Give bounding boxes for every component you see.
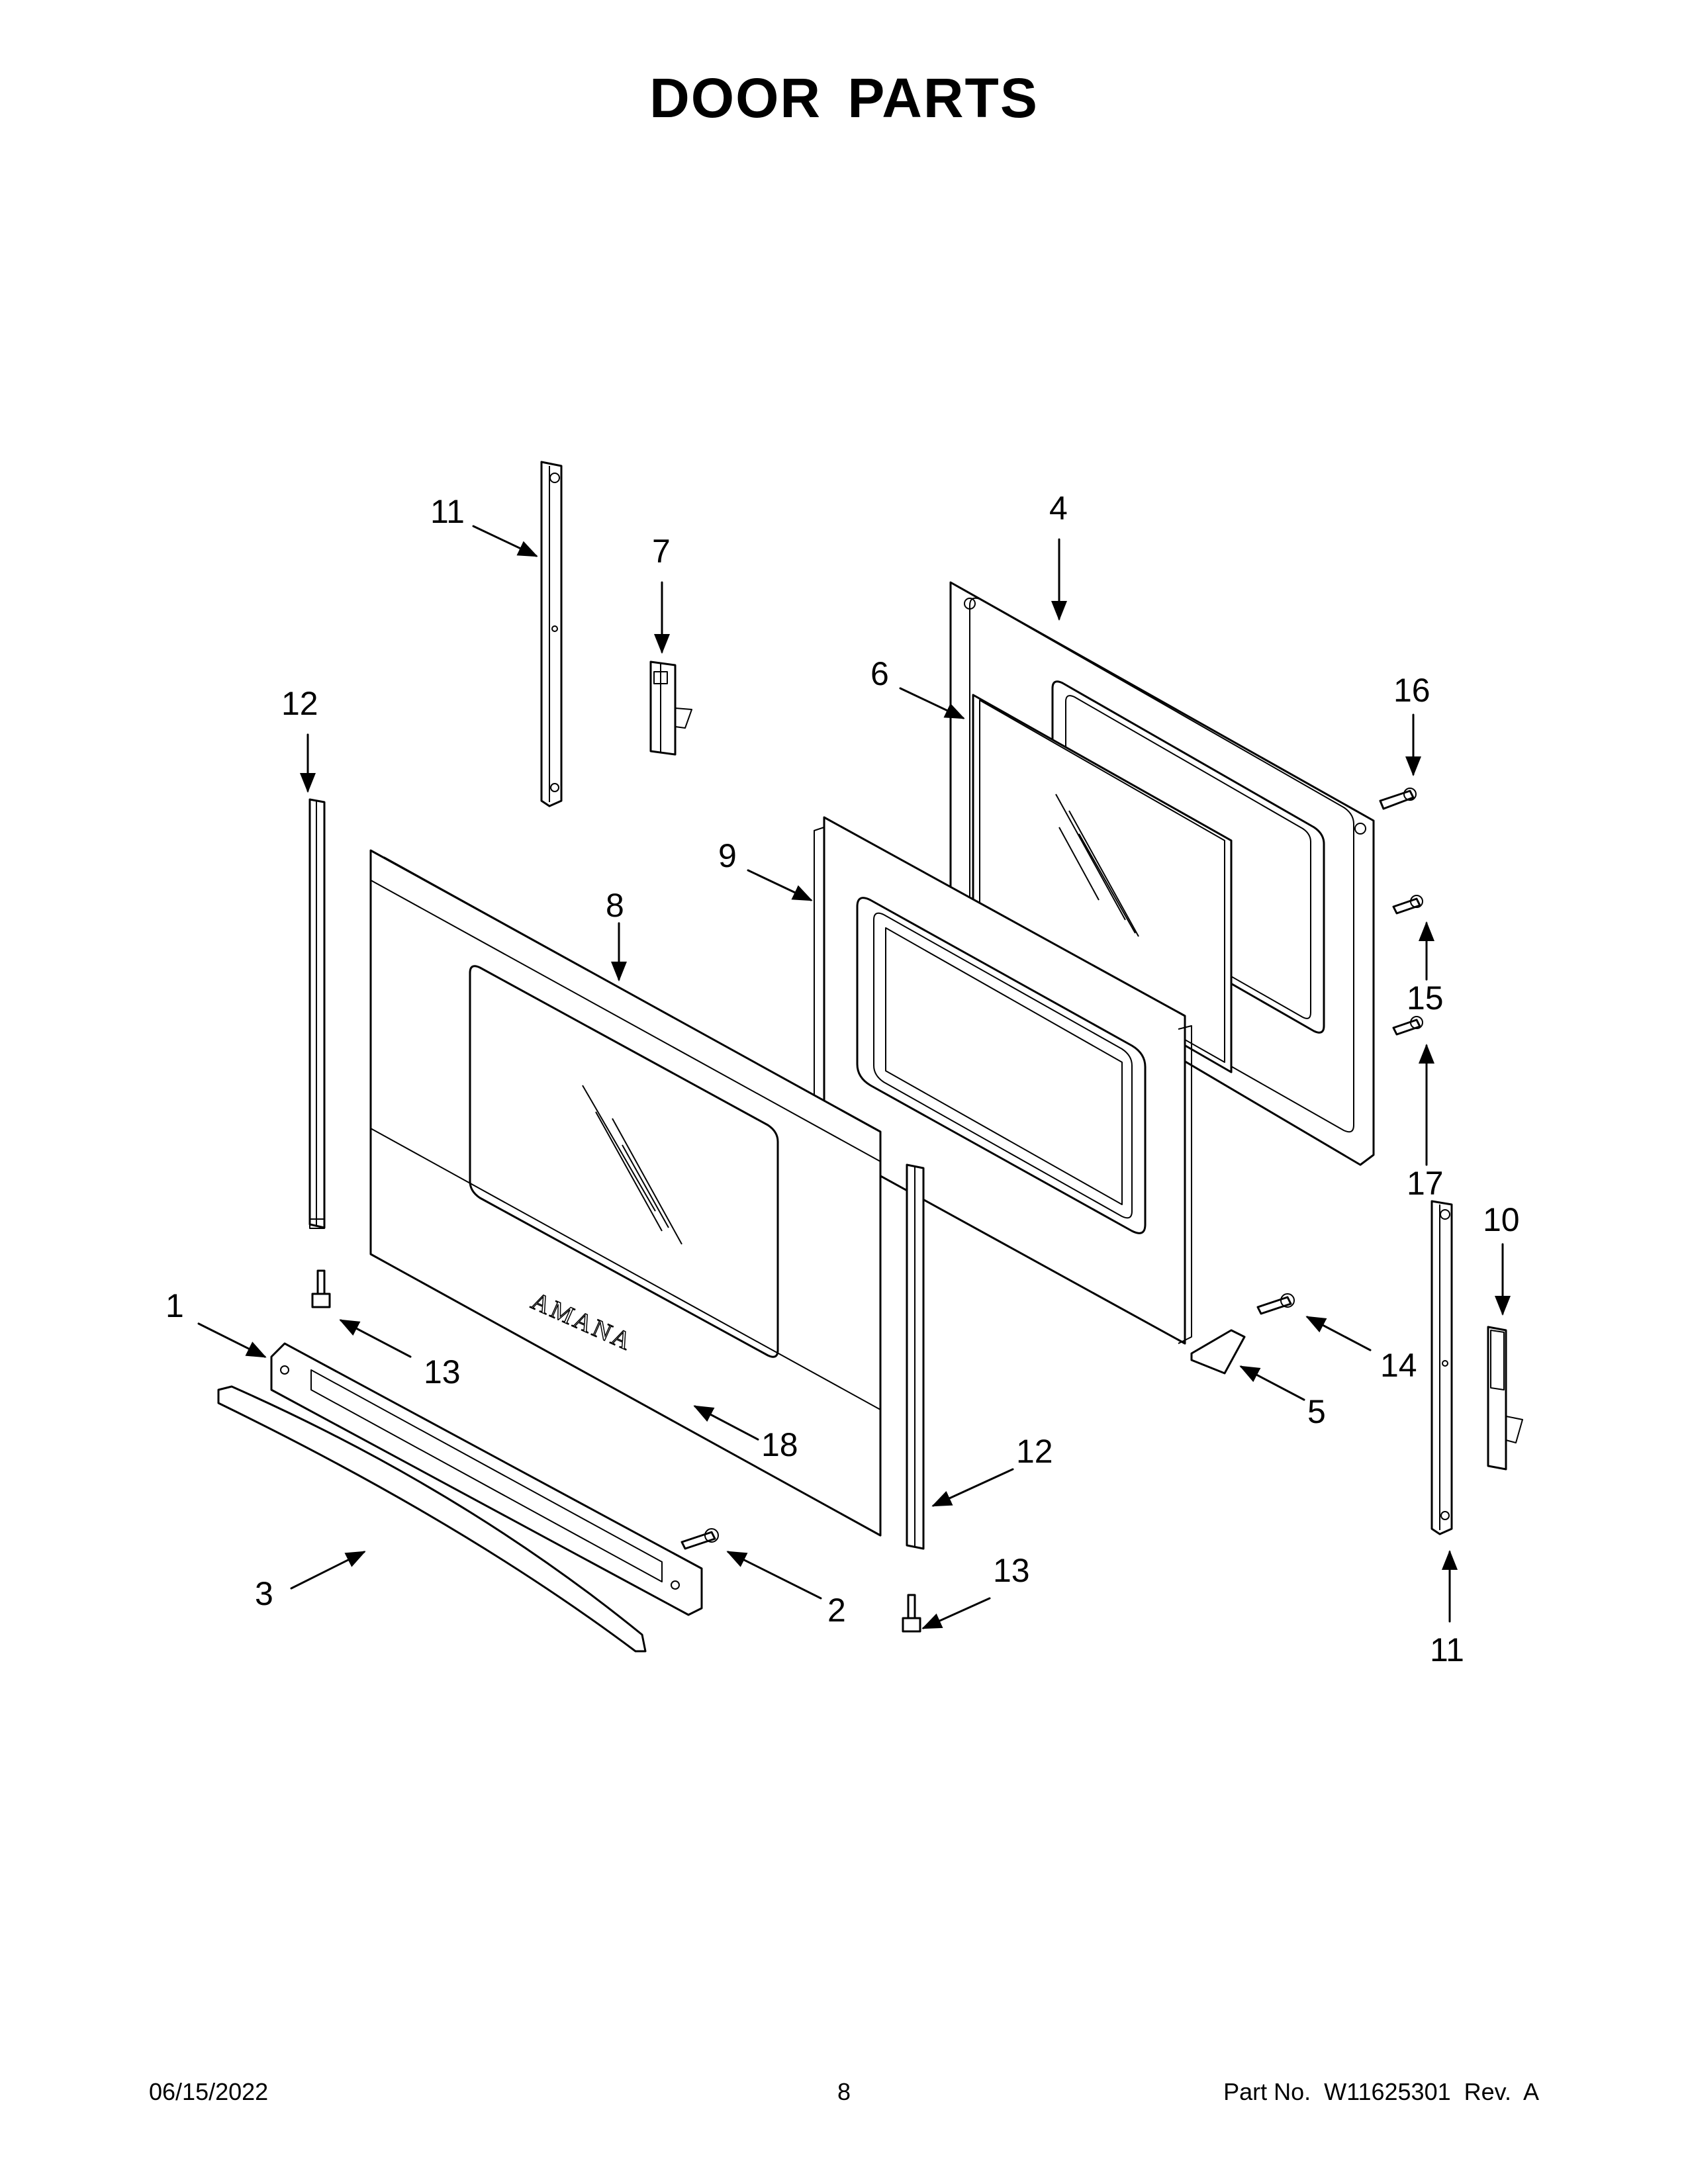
callout-1: 1 (165, 1287, 184, 1324)
part-3-door-handle (217, 1385, 647, 1653)
part-11-hinge-strip-right (1430, 1200, 1453, 1535)
part-12-side-trim-left (308, 798, 326, 1229)
callout-12-left: 12 (281, 685, 318, 722)
part-15-screw (1392, 895, 1423, 915)
part-8-outer-door-panel: AMANA (369, 849, 882, 1537)
callout-13-right: 13 (993, 1552, 1030, 1589)
callout-6: 6 (870, 655, 889, 692)
callout-18: 18 (761, 1426, 798, 1463)
part-16-screw (1379, 788, 1417, 810)
footer-page-number: 8 (837, 2078, 851, 2105)
callout-17: 17 (1407, 1165, 1444, 1202)
callout-labels: 11 7 4 6 16 12 9 15 8 17 10 1 13 14 5 18… (165, 490, 1520, 1668)
callout-4: 4 (1049, 490, 1068, 527)
part-14-screw (1256, 1293, 1295, 1315)
callout-16: 16 (1393, 672, 1430, 709)
page-title: DOOR PARTS (649, 67, 1039, 129)
part-12-side-trim-right (906, 1163, 925, 1550)
callout-10: 10 (1483, 1201, 1520, 1238)
callout-9: 9 (718, 837, 737, 874)
part-13-screw-right (902, 1594, 921, 1633)
part-1-vent-trim (270, 1342, 703, 1616)
callout-15: 15 (1407, 979, 1444, 1017)
part-2-screw (680, 1528, 719, 1550)
callout-5: 5 (1307, 1393, 1326, 1430)
part-6-inner-door-glass (972, 694, 1233, 1073)
callout-14: 14 (1380, 1347, 1417, 1384)
part-11-hinge-strip-left (540, 461, 563, 807)
part-13-screw-left (311, 1269, 331, 1308)
footer-part-number: Part No. W11625301 Rev. A (1223, 2078, 1539, 2105)
part-10-hinge (1487, 1326, 1523, 1471)
callout-13-left: 13 (424, 1353, 461, 1390)
callout-3: 3 (255, 1575, 273, 1612)
part-5-hinge-receiver (1190, 1329, 1246, 1375)
part-17-screw (1392, 1016, 1423, 1036)
callout-12-right: 12 (1016, 1433, 1053, 1470)
callout-11-bottom: 11 (1430, 1631, 1464, 1668)
callout-2: 2 (827, 1592, 846, 1629)
callout-11-top: 11 (430, 493, 465, 530)
footer-date: 06/15/2022 (149, 2078, 269, 2105)
callout-8: 8 (606, 887, 624, 924)
callout-7: 7 (652, 533, 671, 570)
part-9-door-liner-frame (814, 816, 1192, 1345)
part-7-hinge-bracket (649, 660, 692, 756)
leader-arrows (197, 525, 1511, 1629)
